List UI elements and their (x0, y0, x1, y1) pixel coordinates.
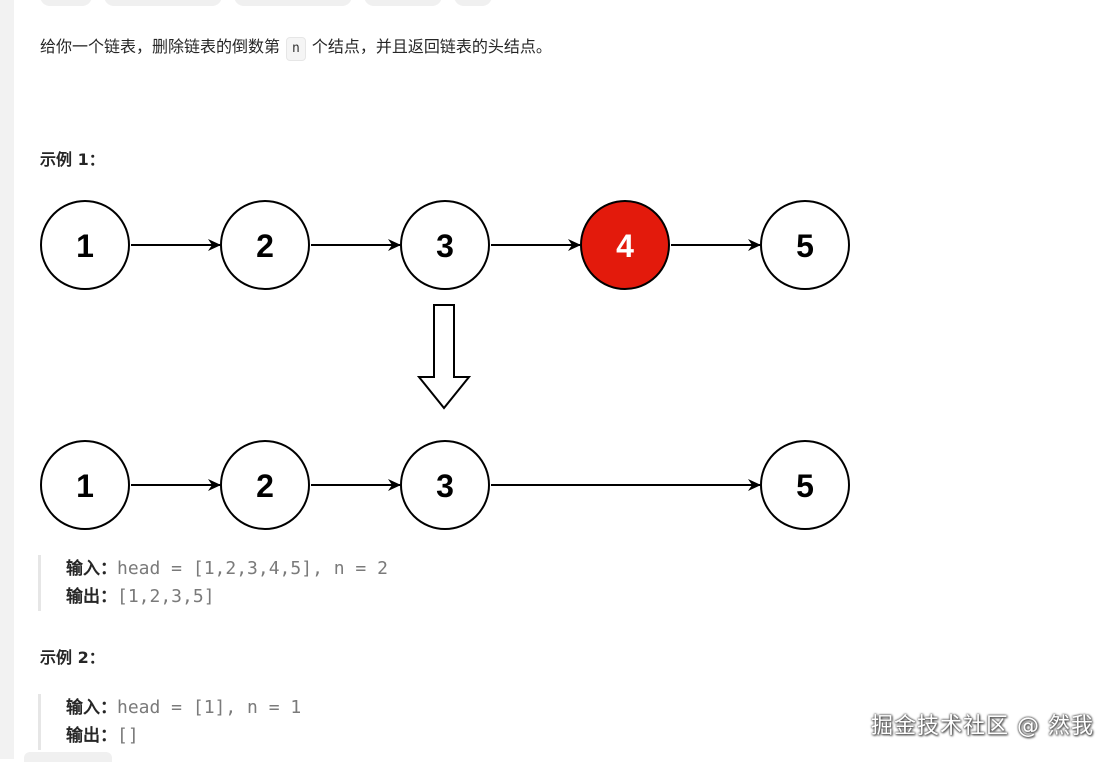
node-label: 5 (796, 228, 814, 264)
node-label: 1 (76, 228, 94, 264)
topic-tag[interactable] (454, 0, 492, 6)
node-label: 1 (76, 468, 94, 504)
example-2-output: 输出：[] (66, 722, 301, 750)
description-text: 个结点，并且返回链表的头结点。 (311, 37, 552, 56)
topic-tag[interactable] (364, 0, 442, 6)
problem-description: 给你一个链表，删除链表的倒数第 n 个结点，并且返回链表的头结点。 (40, 34, 552, 61)
input-value: head = [1], n = 1 (117, 697, 302, 718)
tag-row (40, 0, 492, 6)
example-1-input: 输入：head = [1,2,3,4,5], n = 2 (66, 555, 388, 583)
example-2-title: 示例 2： (40, 648, 105, 667)
node-label: 2 (256, 468, 274, 504)
output-value: [] (117, 725, 139, 746)
node-label: 3 (436, 468, 454, 504)
node-label: 5 (796, 468, 814, 504)
node-bottom-1: 1 (40, 440, 130, 530)
node-label: 2 (256, 228, 274, 264)
inline-code-n: n (286, 37, 306, 61)
node-top-4-removed: 4 (580, 200, 670, 290)
output-value: [1,2,3,5] (117, 586, 215, 607)
node-bottom-3: 3 (400, 440, 490, 530)
example-2-io: 输入：head = [1], n = 1 输出：[] (38, 694, 301, 750)
bottom-tab[interactable] (24, 752, 112, 762)
example-1-output: 输出：[1,2,3,5] (66, 583, 388, 611)
linked-list-diagram: 1 2 3 4 5 1 2 3 5 (40, 200, 850, 530)
node-top-2: 2 (220, 200, 310, 290)
left-gutter (0, 0, 14, 759)
example-1-io: 输入：head = [1,2,3,4,5], n = 2 输出：[1,2,3,5… (38, 555, 388, 611)
down-arrow-icon (416, 304, 472, 410)
input-label: 输入： (66, 698, 117, 718)
node-top-1: 1 (40, 200, 130, 290)
watermark: 掘金技术社区 @ 然我 (871, 714, 1094, 739)
output-label: 输出： (66, 726, 117, 746)
example-1-title: 示例 1： (40, 150, 105, 169)
node-top-3: 3 (400, 200, 490, 290)
description-text: 给你一个链表，删除链表的倒数第 (40, 37, 281, 56)
input-label: 输入： (66, 559, 117, 579)
node-bottom-5: 5 (760, 440, 850, 530)
example-2-input: 输入：head = [1], n = 1 (66, 694, 301, 722)
output-label: 输出： (66, 587, 117, 607)
node-top-5: 5 (760, 200, 850, 290)
topic-tag[interactable] (234, 0, 352, 6)
topic-tag[interactable] (40, 0, 92, 6)
node-label: 3 (436, 228, 454, 264)
node-label: 4 (616, 228, 634, 264)
input-value: head = [1,2,3,4,5], n = 2 (117, 558, 388, 579)
topic-tag[interactable] (104, 0, 222, 6)
node-bottom-2: 2 (220, 440, 310, 530)
